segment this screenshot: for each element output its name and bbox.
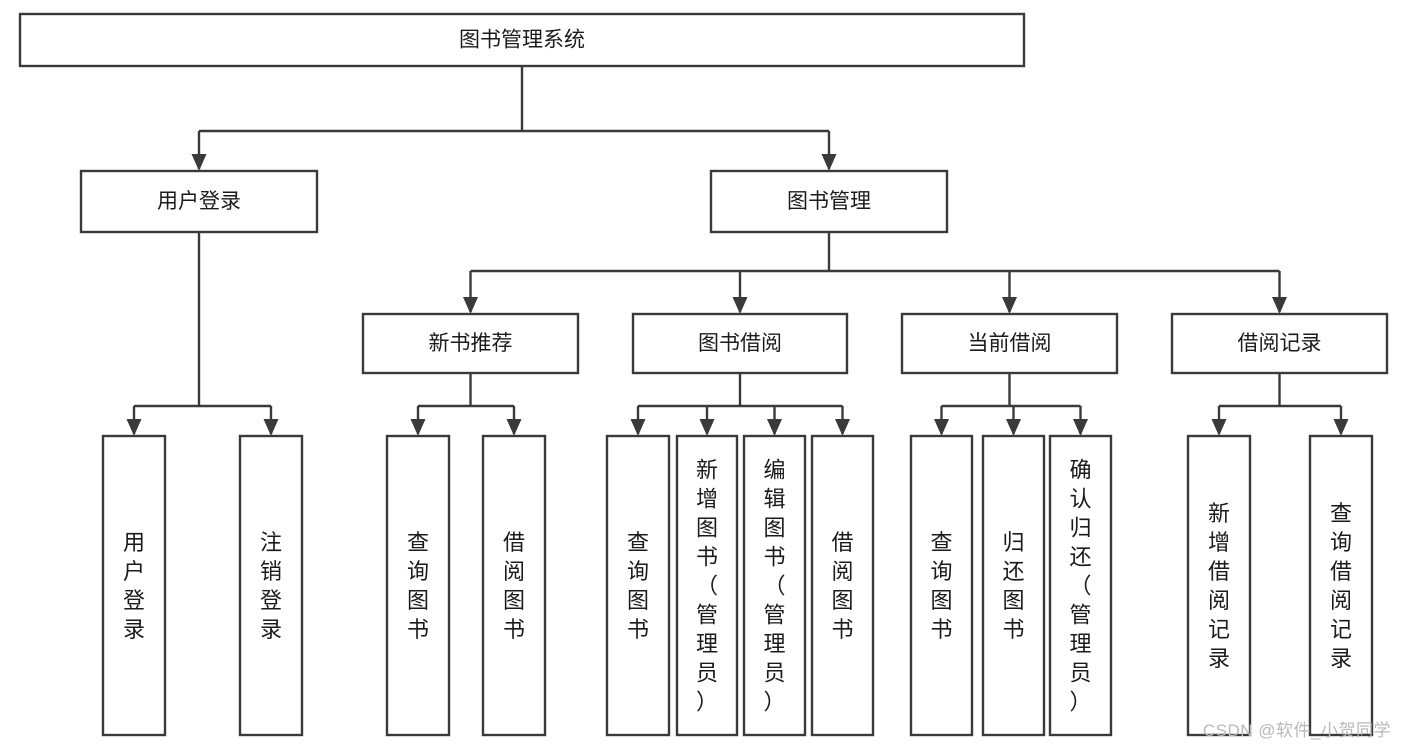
node-level2-新书推荐[interactable]: 新书推荐 bbox=[361, 312, 580, 375]
arrow-head-icon bbox=[630, 419, 646, 436]
node-leaf-新增图书管理员[interactable]: 新增图书（管理员） bbox=[675, 434, 739, 737]
node-leaf-用户登录[interactable]: 用户登录 bbox=[101, 434, 167, 737]
node-box bbox=[101, 434, 167, 737]
node-leaf-新增借阅记录[interactable]: 新增借阅记录 bbox=[1186, 434, 1252, 737]
arrow-head-icon bbox=[1006, 419, 1021, 436]
node-leaf-借阅图书[interactable]: 借阅图书 bbox=[810, 434, 875, 737]
node-box bbox=[810, 434, 875, 737]
arrow-head-icon bbox=[767, 419, 782, 436]
connector-layer bbox=[126, 66, 1349, 436]
arrow-head-icon bbox=[263, 419, 279, 436]
node-label: 图书借阅 bbox=[698, 332, 782, 355]
node-layer: 图书管理系统用户登录图书管理新书推荐图书借阅当前借阅借阅记录用户登录注销登录查询… bbox=[18, 12, 1389, 737]
node-box bbox=[1048, 434, 1113, 737]
node-root-图书管理系统[interactable]: 图书管理系统 bbox=[18, 12, 1026, 68]
node-label: 查询图书 bbox=[407, 530, 429, 642]
arrow-head-icon bbox=[463, 297, 478, 314]
node-label: 编辑图书（管理员） bbox=[763, 458, 785, 715]
node-label: 借阅图书 bbox=[831, 530, 853, 642]
node-label: 新增借阅记录 bbox=[1208, 501, 1230, 671]
node-box bbox=[1170, 312, 1389, 375]
node-level1-图书管理[interactable]: 图书管理 bbox=[709, 169, 949, 234]
node-level2-借阅记录[interactable]: 借阅记录 bbox=[1170, 312, 1389, 375]
node-label: 查询图书 bbox=[930, 530, 952, 642]
arrow-head-icon bbox=[1333, 419, 1349, 436]
node-box bbox=[18, 12, 1026, 68]
node-label: 图书管理系统 bbox=[459, 29, 585, 52]
node-label: 借阅记录 bbox=[1238, 332, 1322, 355]
node-box bbox=[909, 434, 974, 737]
node-label: 新书推荐 bbox=[429, 332, 513, 355]
node-box bbox=[900, 312, 1119, 375]
node-leaf-确认归还管理员[interactable]: 确认归还（管理员） bbox=[1048, 434, 1113, 737]
arrow-head-icon bbox=[1272, 297, 1287, 314]
node-label: 当前借阅 bbox=[968, 332, 1052, 355]
node-box bbox=[1308, 434, 1374, 737]
node-label: 注销登录 bbox=[260, 530, 282, 642]
arrow-head-icon bbox=[1073, 419, 1088, 436]
arrow-head-icon bbox=[835, 419, 850, 436]
arrow-head-icon bbox=[699, 419, 715, 436]
arrow-head-icon bbox=[1211, 419, 1227, 436]
node-box bbox=[481, 434, 547, 737]
node-leaf-编辑图书管理员[interactable]: 编辑图书（管理员） bbox=[742, 434, 807, 737]
node-label: 查询图书 bbox=[627, 530, 649, 642]
arrow-head-icon bbox=[191, 154, 207, 171]
node-box bbox=[1186, 434, 1252, 737]
node-label: 用户登录 bbox=[157, 190, 241, 213]
arrow-head-icon bbox=[410, 419, 426, 436]
node-leaf-查询图书[interactable]: 查询图书 bbox=[385, 434, 451, 737]
node-leaf-查询图书[interactable]: 查询图书 bbox=[605, 434, 671, 737]
arrow-head-icon bbox=[1002, 297, 1017, 314]
node-label: 图书管理 bbox=[787, 190, 871, 213]
node-level1-用户登录[interactable]: 用户登录 bbox=[79, 169, 319, 234]
node-leaf-查询借阅记录[interactable]: 查询借阅记录 bbox=[1308, 434, 1374, 737]
node-box bbox=[605, 434, 671, 737]
node-label: 借阅图书 bbox=[503, 530, 525, 642]
node-box bbox=[79, 169, 319, 234]
node-label: 新增图书（管理员） bbox=[696, 458, 718, 715]
node-leaf-查询图书[interactable]: 查询图书 bbox=[909, 434, 974, 737]
node-box bbox=[361, 312, 580, 375]
arrow-head-icon bbox=[732, 297, 748, 314]
node-leaf-注销登录[interactable]: 注销登录 bbox=[238, 434, 304, 737]
node-label: 查询借阅记录 bbox=[1330, 501, 1352, 671]
node-label: 用户登录 bbox=[123, 530, 145, 642]
arrow-head-icon bbox=[506, 419, 522, 436]
arrow-head-icon bbox=[126, 419, 142, 436]
arrow-head-icon bbox=[821, 154, 837, 171]
node-box bbox=[385, 434, 451, 737]
node-leaf-借阅图书[interactable]: 借阅图书 bbox=[481, 434, 547, 737]
node-box bbox=[981, 434, 1046, 737]
arrow-head-icon bbox=[934, 419, 949, 436]
node-label: 归还图书 bbox=[1002, 530, 1024, 642]
node-box bbox=[709, 169, 949, 234]
node-box bbox=[742, 434, 807, 737]
node-box bbox=[238, 434, 304, 737]
node-level2-当前借阅[interactable]: 当前借阅 bbox=[900, 312, 1119, 375]
node-level2-图书借阅[interactable]: 图书借阅 bbox=[631, 312, 849, 375]
node-leaf-归还图书[interactable]: 归还图书 bbox=[981, 434, 1046, 737]
node-box bbox=[675, 434, 739, 737]
node-box bbox=[631, 312, 849, 375]
node-label: 确认归还（管理员） bbox=[1069, 458, 1091, 715]
